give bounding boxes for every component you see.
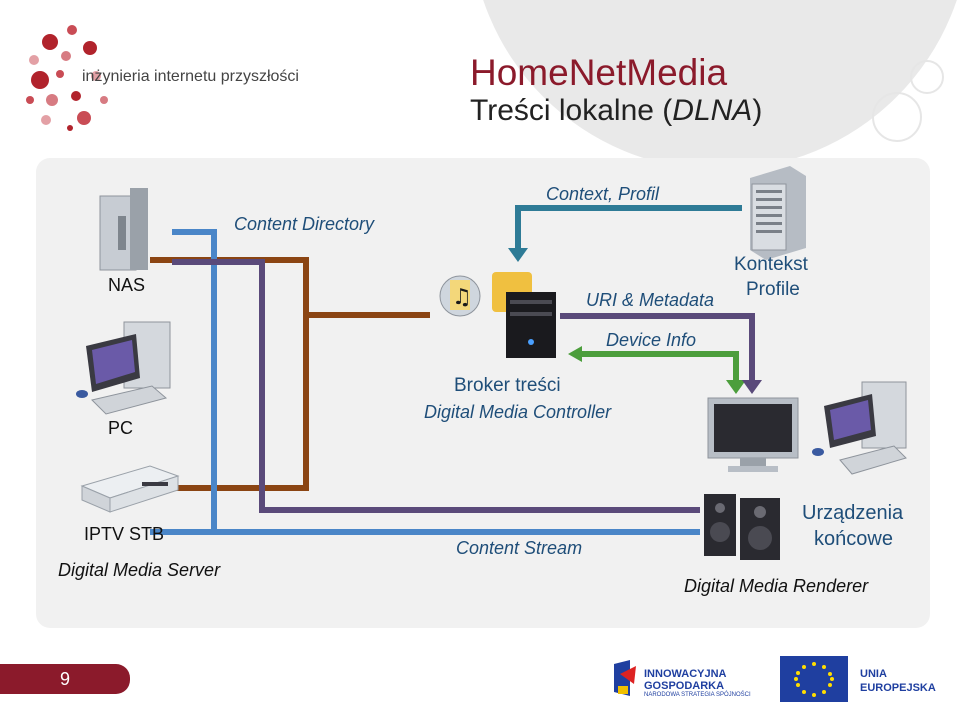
pc-icon xyxy=(76,321,171,415)
iptv-stb-label: IPTV STB xyxy=(84,524,165,544)
arrow-icon xyxy=(742,380,762,394)
content-directory-label: Content Directory xyxy=(234,214,375,234)
unia-text: UNIA xyxy=(860,668,887,680)
page-subtitle: Treści lokalne (DLNA) xyxy=(470,94,763,127)
arrow-icon xyxy=(726,380,746,394)
pc-icon xyxy=(812,381,907,475)
gospodarka-text: GOSPODARKA xyxy=(644,680,725,692)
tv-icon xyxy=(707,397,799,472)
device-info-line xyxy=(580,351,739,386)
set-top-box-icon xyxy=(80,465,180,513)
background-ring xyxy=(872,92,922,142)
media-broker-icon: ♫ xyxy=(439,272,556,358)
content-stream-label: Content Stream xyxy=(456,538,583,558)
nas-label: NAS xyxy=(108,275,146,295)
speakers-icon xyxy=(704,494,780,560)
koncowe-label: końcowe xyxy=(814,528,893,550)
dmc-label: Digital Media Controller xyxy=(424,402,612,422)
dms-label: Digital Media Server xyxy=(58,560,221,580)
dmr-label: Digital Media Renderer xyxy=(684,576,869,596)
logo-text: inżynieria internetu przyszłości xyxy=(82,68,299,85)
server-icon xyxy=(750,166,806,260)
logo-icon xyxy=(26,25,108,131)
device-info-label: Device Info xyxy=(606,330,697,350)
purple-line xyxy=(172,259,700,513)
page-title: HomeNetMedia xyxy=(470,52,728,93)
uri-metadata-line xyxy=(560,313,755,388)
arrow-icon xyxy=(508,248,528,262)
urzadzenia-label: Urządzenia xyxy=(802,502,904,524)
arrow-icon xyxy=(568,346,582,362)
server-line xyxy=(150,229,217,535)
strategia-text: NARODOWA STRATEGIA SPÓJNOŚCI xyxy=(644,692,751,698)
broker-label: Broker treści xyxy=(454,375,561,396)
context-profil-label: Context, Profil xyxy=(546,184,660,204)
kontekst-label: Kontekst xyxy=(734,254,808,275)
innowacyjna-gospodarka-logo xyxy=(614,660,636,696)
profile-label: Profile xyxy=(746,279,800,300)
footer-page-tab xyxy=(0,664,130,694)
eu-flag-icon xyxy=(780,656,848,702)
context-profil-line xyxy=(515,205,742,252)
uri-metadata-label: URI & Metadata xyxy=(586,290,715,310)
content-directory-line xyxy=(150,257,430,491)
background-ring xyxy=(910,60,944,94)
nas-icon xyxy=(99,188,148,271)
svg-text:♫: ♫ xyxy=(452,285,472,310)
pc-label: PC xyxy=(108,418,134,438)
innowacyjna-text: INNOWACYJNA xyxy=(644,668,727,680)
page-number: 9 xyxy=(59,668,70,689)
europejska-text: EUROPEJSKA xyxy=(860,682,936,694)
